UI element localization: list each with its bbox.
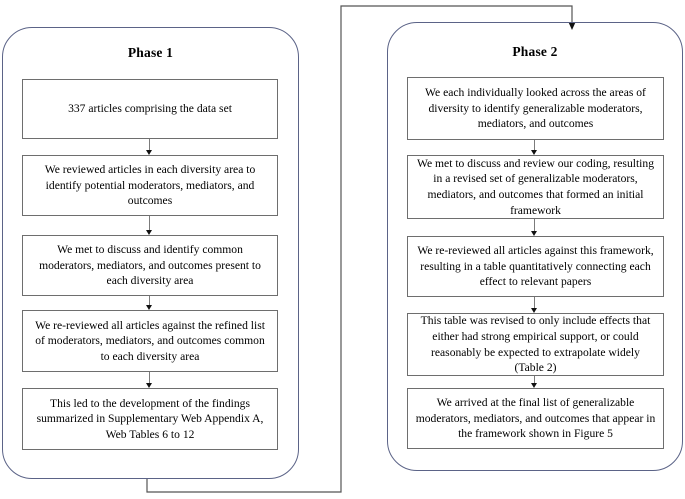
phase-1-step-1-text: 337 articles comprising the data set xyxy=(68,102,232,116)
phase-1-title: Phase 1 xyxy=(127,45,174,60)
phase-2-step-1: We each individually looked across the a… xyxy=(407,77,664,140)
phase-1-panel: Phase 1 xyxy=(2,27,299,479)
phase-2-step-2-text: We met to discuss and review our coding,… xyxy=(416,156,654,217)
phase-2-panel: Phase 2 xyxy=(387,22,683,471)
phase-2-step-3-text: We re-reviewed all articles against this… xyxy=(417,244,654,289)
phase-1-step-4-text: We re-reviewed all articles against the … xyxy=(35,318,265,363)
phase-2-step-3: We re-reviewed all articles against this… xyxy=(407,236,664,297)
phase-2-step-4-text: This table was revised to only include e… xyxy=(420,314,651,375)
phase-1-step-5-text: This led to the development of the findi… xyxy=(36,396,264,441)
phase-2-step-1-text: We each individually looked across the a… xyxy=(425,86,646,131)
phase-2-step-2: We met to discuss and review our coding,… xyxy=(407,155,664,219)
phase-2-step-4: This table was revised to only include e… xyxy=(407,313,664,376)
phase-1-step-2-text: We reviewed articles in each diversity a… xyxy=(44,163,256,208)
phase-2-step-5-text: We arrived at the final list of generali… xyxy=(415,396,656,441)
phase-1-step-4: We re-reviewed all articles against the … xyxy=(22,310,278,372)
phase-2-title: Phase 2 xyxy=(512,44,558,59)
phase-1-step-1: 337 articles comprising the data set xyxy=(22,79,278,139)
phase-1-step-3: We met to discuss and identify common mo… xyxy=(22,235,278,296)
phase-1-step-5: This led to the development of the findi… xyxy=(22,388,278,450)
phase-1-step-3-text: We met to discuss and identify common mo… xyxy=(39,243,261,288)
phase-2-step-5: We arrived at the final list of generali… xyxy=(407,388,664,449)
phase-1-step-2: We reviewed articles in each diversity a… xyxy=(22,155,278,216)
